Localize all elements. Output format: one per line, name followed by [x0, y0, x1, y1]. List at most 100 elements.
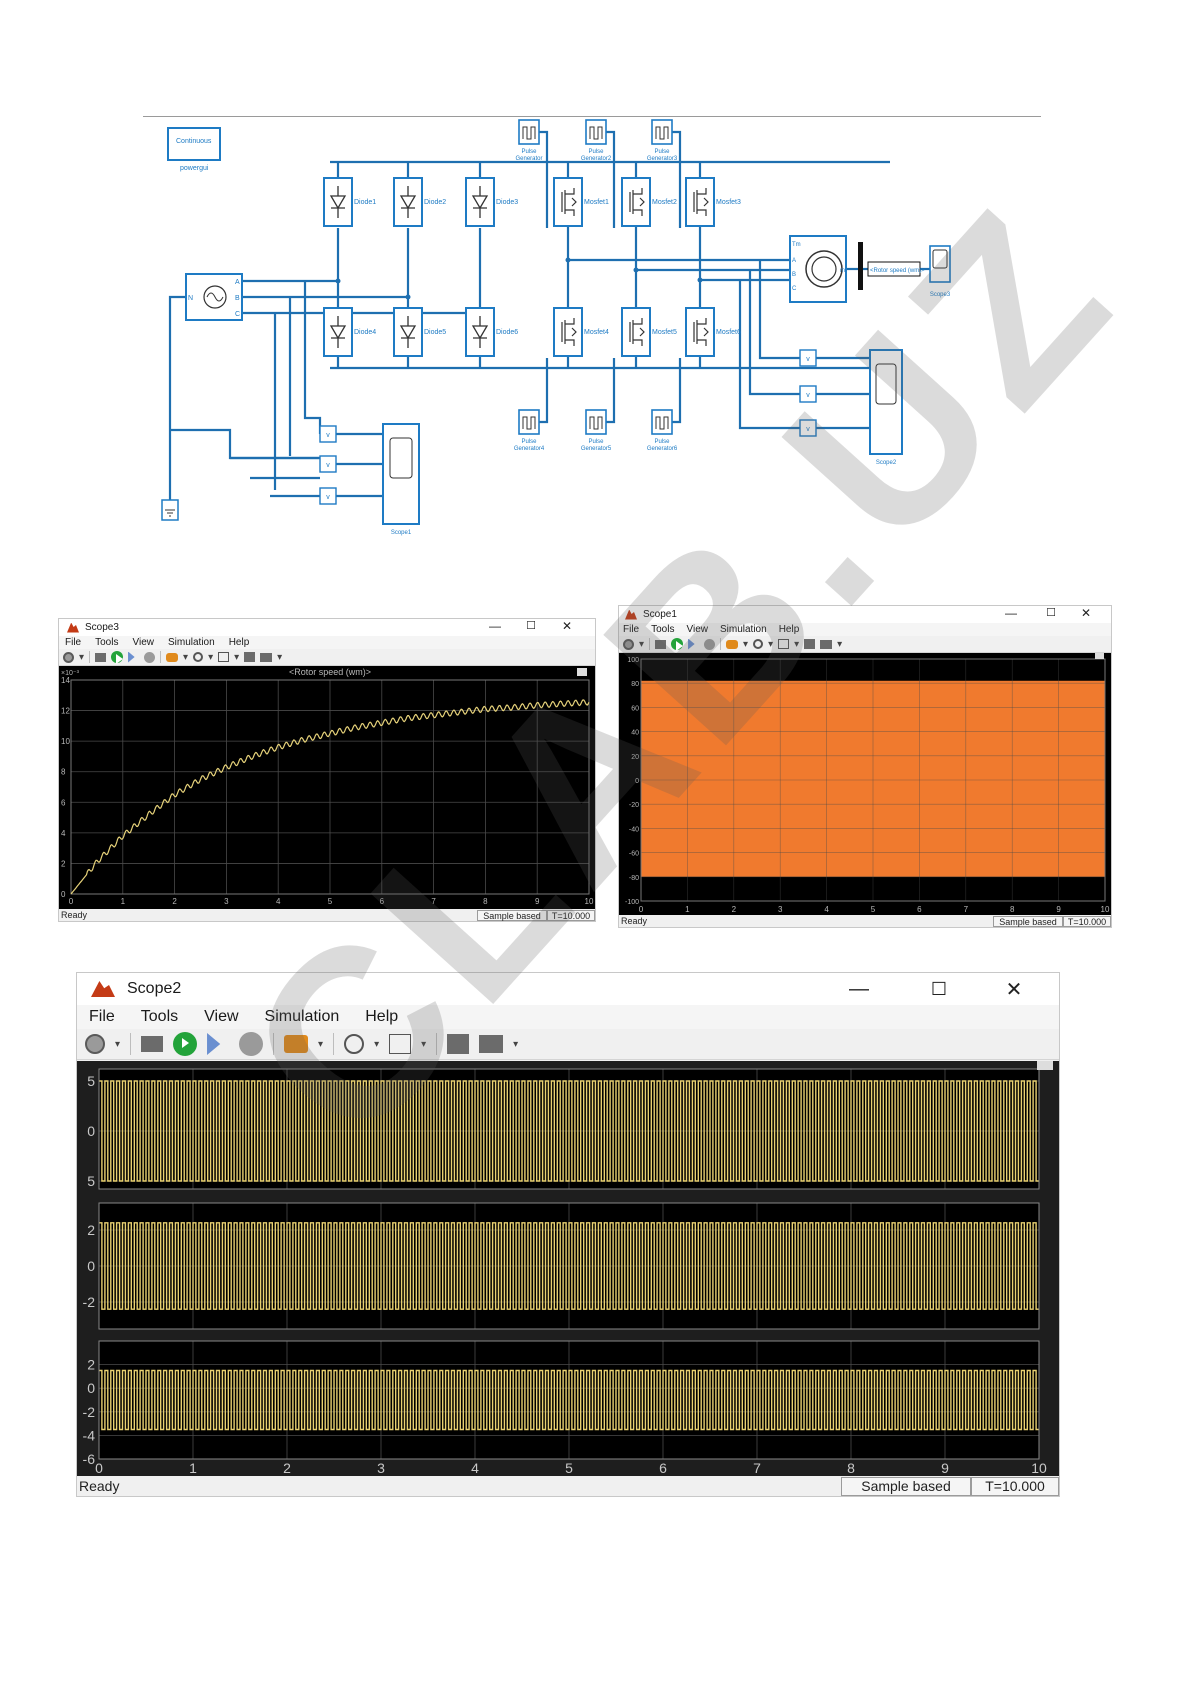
x-tick-label: 0 — [69, 897, 74, 906]
y-tick-label: 2 — [87, 1222, 95, 1238]
menu-file[interactable]: File — [623, 624, 640, 635]
settings-gear-icon[interactable] — [85, 1034, 105, 1054]
chevron-down-icon[interactable]: ▾ — [115, 1038, 121, 1050]
menu-view[interactable]: View — [686, 624, 708, 635]
menu-help[interactable]: Help — [778, 624, 800, 635]
chevron-down-icon[interactable]: ▾ — [639, 638, 645, 650]
measurement-icon: v — [806, 426, 810, 433]
port-label: B — [235, 295, 240, 302]
zoom-in-icon[interactable] — [193, 652, 204, 662]
menu-simulation[interactable]: Simulation — [264, 1008, 340, 1025]
run-icon[interactable] — [173, 1032, 198, 1056]
y-tick-label: 0 — [87, 1123, 95, 1139]
chevron-down-icon[interactable]: ▾ — [277, 651, 283, 663]
minimize-button[interactable]: — — [1005, 606, 1017, 620]
menu-view[interactable]: View — [132, 637, 154, 648]
port-label: B — [792, 272, 796, 278]
measure-icon[interactable] — [479, 1035, 504, 1053]
step-back-icon[interactable] — [655, 639, 667, 649]
close-button[interactable]: ✕ — [1080, 606, 1092, 620]
voltage-measurement-block — [319, 455, 337, 473]
step-forward-icon[interactable] — [688, 638, 695, 650]
menu-help[interactable]: Help — [228, 637, 250, 648]
diode-icon — [399, 186, 417, 218]
step-back-icon[interactable] — [141, 1036, 164, 1052]
pulse-label: Pulse — [521, 439, 537, 445]
mosfet-icon — [693, 318, 709, 346]
scope1-toolbar: ▾ ▾ ▾ ▾ ▾ — [619, 636, 1111, 653]
run-icon[interactable] — [111, 651, 124, 664]
stop-icon[interactable] — [144, 651, 156, 663]
y-tick-label: -20 — [629, 802, 639, 809]
signal-settings-icon[interactable] — [166, 652, 179, 662]
autoscale-icon[interactable] — [218, 652, 230, 662]
menu-tools[interactable]: Tools — [651, 624, 675, 635]
chevron-down-icon[interactable]: ▾ — [374, 1038, 380, 1050]
maximize-button[interactable]: ☐ — [930, 978, 948, 999]
pwm-voltage-line — [99, 1080, 1039, 1182]
chevron-down-icon[interactable]: ▾ — [208, 651, 214, 663]
menu-simulation[interactable]: Simulation — [719, 624, 767, 635]
highlight-icon[interactable] — [244, 652, 256, 662]
status-sample-based: Sample based — [841, 1476, 971, 1496]
status-ready: Ready — [61, 910, 88, 920]
wire — [606, 130, 616, 228]
chevron-down-icon[interactable]: ▾ — [837, 638, 843, 650]
mosfet-label: Mosfet5 — [652, 329, 677, 336]
menu-file[interactable]: File — [65, 637, 82, 648]
chevron-down-icon[interactable]: ▾ — [743, 638, 749, 650]
chevron-down-icon[interactable]: ▾ — [318, 1038, 324, 1050]
menu-file[interactable]: File — [89, 1008, 115, 1025]
menu-simulation[interactable]: Simulation — [167, 637, 215, 648]
measure-icon[interactable] — [260, 652, 273, 662]
chevron-down-icon[interactable]: ▾ — [794, 638, 800, 650]
diode-icon — [329, 316, 347, 348]
highlight-icon[interactable] — [804, 639, 816, 649]
close-button[interactable]: ✕ — [1005, 978, 1023, 1001]
zoom-in-icon[interactable] — [344, 1034, 365, 1054]
settings-gear-icon[interactable] — [623, 638, 634, 650]
minimize-button[interactable]: — — [849, 977, 869, 1000]
measure-icon[interactable] — [820, 639, 833, 649]
step-forward-icon[interactable] — [128, 651, 135, 663]
chevron-down-icon[interactable]: ▾ — [234, 651, 240, 663]
settings-gear-icon[interactable] — [63, 651, 74, 663]
mosfet-icon — [561, 318, 577, 346]
x-tick-label: 9 — [941, 1460, 949, 1476]
run-icon[interactable] — [671, 638, 684, 651]
minimize-button[interactable]: — — [489, 619, 501, 633]
chevron-down-icon[interactable]: ▾ — [768, 638, 774, 650]
close-button[interactable]: ✕ — [561, 619, 573, 633]
chevron-down-icon[interactable]: ▾ — [421, 1038, 427, 1050]
step-back-icon[interactable] — [95, 652, 107, 662]
maximize-button[interactable]: ☐ — [526, 620, 536, 632]
signal-settings-icon[interactable] — [284, 1035, 309, 1053]
chevron-down-icon[interactable]: ▾ — [513, 1038, 519, 1050]
step-forward-icon[interactable] — [207, 1033, 221, 1055]
autoscale-icon[interactable] — [389, 1034, 412, 1054]
diode-block — [465, 307, 495, 357]
zoom-in-icon[interactable] — [753, 639, 764, 649]
window-title: Scope1 — [643, 609, 677, 620]
highlight-icon[interactable] — [447, 1034, 470, 1054]
autoscale-icon[interactable] — [778, 639, 790, 649]
stop-icon[interactable] — [239, 1032, 264, 1056]
menu-help[interactable]: Help — [365, 1008, 399, 1025]
stop-icon[interactable] — [704, 638, 716, 650]
menu-view[interactable]: View — [204, 1008, 239, 1025]
menu-tools[interactable]: Tools — [140, 1008, 179, 1025]
maximize-button[interactable]: ☐ — [1046, 607, 1056, 619]
mosfet-icon — [629, 318, 645, 346]
mosfet-label: Mosfet3 — [716, 199, 741, 206]
signal-settings-icon[interactable] — [726, 639, 739, 649]
scope3-menubar: File Tools View Simulation Help — [59, 636, 595, 649]
chevron-down-icon[interactable]: ▾ — [183, 651, 189, 663]
x-tick-label: 10 — [1101, 905, 1110, 914]
wire — [672, 130, 682, 228]
menu-tools[interactable]: Tools — [95, 637, 119, 648]
chevron-down-icon[interactable]: ▾ — [79, 651, 85, 663]
